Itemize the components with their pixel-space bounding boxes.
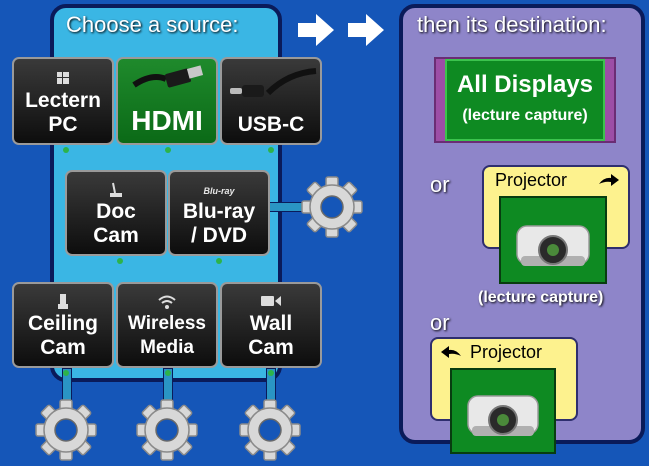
projector-right-note: (lecture capture) [478,289,604,306]
usb-c-label: USB-C [237,113,305,136]
destination-panel-title: then its destination: [417,12,607,37]
usb-c-cable-icon [228,63,318,108]
arrows-right-icon [298,14,384,46]
ceiling-camera-icon [57,294,69,312]
gear-icon [34,398,98,462]
connector-dot [268,370,274,376]
projector-right-label: Projector [495,170,568,190]
projector-left-button[interactable] [450,368,556,454]
connector-dot [63,370,69,376]
arrow-left-icon [441,346,461,358]
hdmi-cable-icon [132,63,208,98]
source-panel-title: Choose a source: [66,12,239,37]
document-camera-icon [109,182,123,200]
gear-icon [135,398,199,462]
connector-dot [216,258,222,264]
or-label: or [430,310,450,335]
doc-cam-button[interactable]: Doc Cam [65,170,167,256]
doc-cam-label-2: Cam [93,224,139,247]
wall-cam-button[interactable]: Wall Cam [220,282,322,368]
wireless-label-2: Media [140,337,194,358]
connector-dot [63,147,69,153]
gear-icon [300,175,364,239]
bluray-icon: Blu-ray [203,186,235,196]
hdmi-label: HDMI [131,105,203,136]
projector-icon [467,395,539,436]
ceiling-cam-label-1: Ceiling [27,312,98,335]
connector-dot [165,370,171,376]
or-label: or [430,172,450,197]
video-camera-icon [260,294,282,312]
usb-c-button[interactable]: USB-C [220,57,322,145]
wireless-label-1: Wireless [128,313,206,334]
bluray-dvd-button[interactable]: Blu-ray Blu-ray / DVD [168,170,270,256]
projector-right-button[interactable] [499,196,607,284]
lecture-capture-label: (lecture capture) [462,107,588,124]
projector-left-label: Projector [470,342,543,362]
projector-icon [516,225,590,266]
doc-cam-label-1: Doc [96,200,136,223]
ceiling-cam-button[interactable]: Ceiling Cam [12,282,114,368]
all-displays-frame: All Displays (lecture capture) [434,57,616,143]
all-displays-button[interactable]: All Displays (lecture capture) [445,59,605,141]
wall-cam-label-1: Wall [249,312,293,335]
lectern-pc-label-2: PC [48,113,78,136]
hdmi-button[interactable]: HDMI [116,57,218,145]
windows-icon [57,71,69,89]
gear-icon [238,398,302,462]
wall-cam-label-2: Cam [248,336,294,359]
arrow-right-icon [599,174,619,186]
connector-dot [268,147,274,153]
wireless-media-button[interactable]: Wireless Media [116,282,218,368]
lectern-pc-label-1: Lectern [25,89,101,112]
bluray-label-1: Blu-ray [182,200,256,223]
wifi-icon [157,294,177,312]
lectern-pc-button[interactable]: Lectern PC [12,57,114,145]
all-displays-label: All Displays [456,71,594,98]
connector-dot [117,258,123,264]
ceiling-cam-label-2: Cam [40,336,86,359]
bluray-label-2: / DVD [190,224,247,247]
connector-dot [165,147,171,153]
